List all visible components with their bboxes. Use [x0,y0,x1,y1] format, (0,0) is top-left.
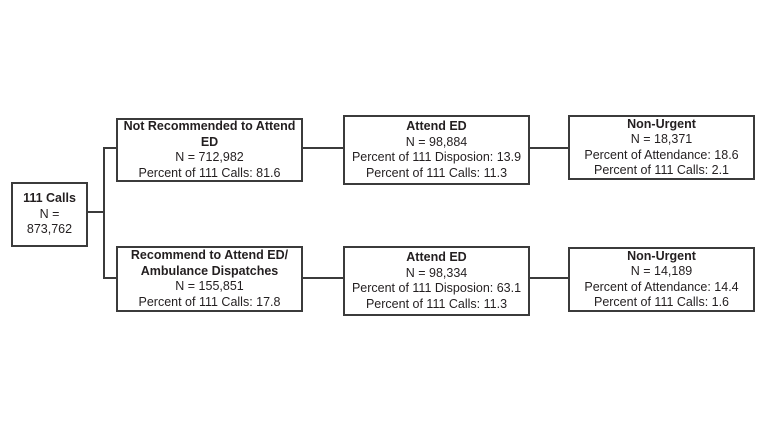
node-attend-ed-bottom: Attend ED N = 98,334 Percent of 111 Disp… [343,246,530,316]
node-percent-calls: Percent of 111 Calls: 1.6 [593,295,730,309]
node-n-value: N = 14,189 [630,264,693,278]
node-title: Not Recommended to Attend ED [123,119,296,149]
node-attend-ed-top: Attend ED N = 98,884 Percent of 111 Disp… [343,115,530,185]
node-title-line2: Ambulance Dispatches [140,263,279,278]
node-title: 111 Calls [23,191,76,206]
node-n-value: N = 18,371 [630,132,693,146]
node-percent-disposition: Percent of 111 Disposion: 63.1 [351,281,522,295]
node-percent-calls: Percent of 111 Calls: 81.6 [138,165,281,180]
node-non-urgent-bottom: Non-Urgent N = 14,189 Percent of Attenda… [568,247,755,312]
node-percent-calls: Percent of 111 Calls: 11.3 [365,165,508,180]
node-percent-calls: Percent of 111 Calls: 11.3 [365,296,508,311]
node-recommend-to-attend-ed: Recommend to Attend ED/ Ambulance Dispat… [116,246,303,312]
node-111-calls: 111 Calls N = 873,762 [11,182,88,247]
node-n-value: N = 98,884 [405,134,468,149]
node-n-value: N = 155,851 [175,279,244,293]
node-not-recommended-to-attend-ed: Not Recommended to Attend ED N = 712,982… [116,118,303,182]
node-percent-calls: Percent of 111 Calls: 2.1 [593,163,730,177]
node-percent-calls: Percent of 111 Calls: 17.8 [138,294,281,309]
node-non-urgent-top: Non-Urgent N = 18,371 Percent of Attenda… [568,115,755,180]
node-percent-attendance: Percent of Attendance: 14.4 [584,279,739,294]
node-title: Non-Urgent [627,116,696,131]
node-title: Non-Urgent [627,248,696,263]
node-percent-attendance: Percent of Attendance: 18.6 [584,147,739,162]
node-n-value: N = 712,982 [175,150,244,164]
node-n-value: N = 98,334 [405,265,468,280]
node-percent-disposition: Percent of 111 Disposion: 13.9 [351,150,522,164]
node-title: Attend ED [406,250,467,264]
node-n-value: N = 873,762 [26,206,73,237]
node-title-line1: Recommend to Attend ED/ [130,248,289,262]
node-title: Attend ED [406,119,467,133]
